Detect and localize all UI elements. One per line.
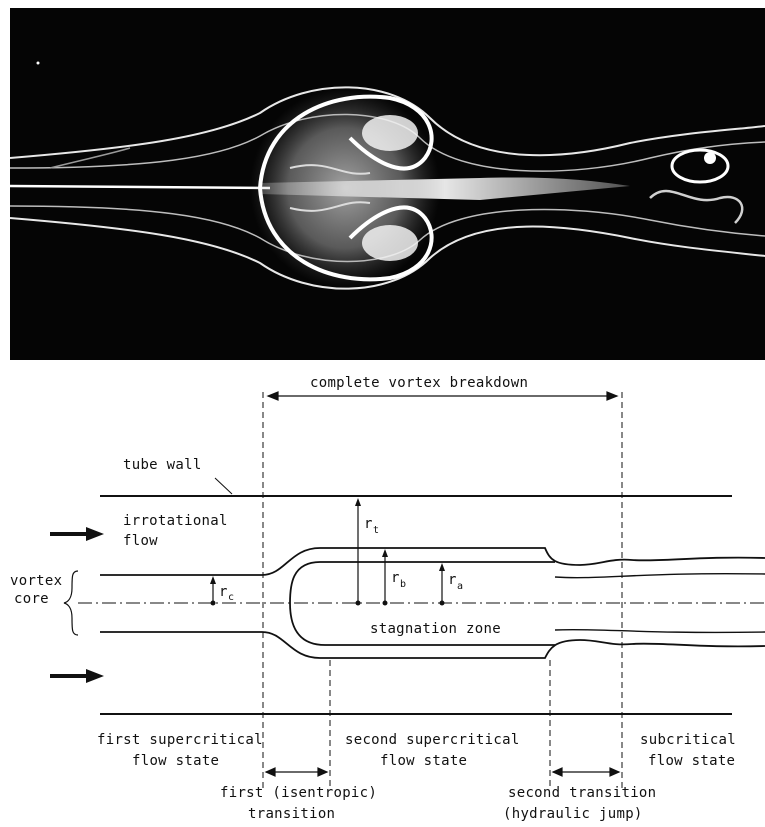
first-supercritical-label-1: first supercritical xyxy=(97,732,263,748)
second-supercritical-label-2: flow state xyxy=(380,753,467,769)
subcritical-label-1: subcritical xyxy=(640,732,736,748)
radius-rb-sub: b xyxy=(400,579,406,590)
vortex-core-label-1: vortex xyxy=(10,573,62,589)
subcritical-label-2: flow state xyxy=(648,753,735,769)
radius-ra-label: r xyxy=(448,572,457,588)
stagnation-zone-label: stagnation zone xyxy=(370,621,501,637)
flow-arrow-bottom xyxy=(50,669,104,683)
radius-rb-label: r xyxy=(391,570,400,586)
complete-breakdown-label: complete vortex breakdown xyxy=(310,375,528,391)
radius-rt-label: r xyxy=(364,516,373,532)
first-transition-label-2: transition xyxy=(248,806,335,822)
irrotational-flow-label-1: irrotational xyxy=(123,513,228,529)
first-supercritical-label-2: flow state xyxy=(132,753,219,769)
radius-rt-sub: t xyxy=(373,525,379,536)
radius-ra: r a xyxy=(439,563,463,606)
first-transition-label-1: first (isentropic) xyxy=(220,785,377,801)
second-supercritical-label-1: second supercritical xyxy=(345,732,520,748)
radius-rc-sub: c xyxy=(228,592,234,603)
radius-rt: r t xyxy=(355,498,379,606)
vortex-core-brace xyxy=(64,571,78,635)
vortex-core-label-2: core xyxy=(14,591,49,607)
radius-ra-sub: a xyxy=(457,581,463,592)
radius-rc-label: r xyxy=(219,584,228,600)
vortex-breakdown-diagram: complete vortex breakdown tube wall irro… xyxy=(0,360,765,827)
irrotational-flow-label-2: flow xyxy=(123,533,158,549)
radius-rb: r b xyxy=(382,549,406,606)
radius-rc: r c xyxy=(210,576,234,606)
flow-arrow-top xyxy=(50,527,104,541)
tube-wall-label: tube wall xyxy=(123,457,202,473)
second-transition-label-1: second transition xyxy=(508,785,656,801)
second-transition-label-2: (hydraulic jump) xyxy=(503,806,643,822)
vortex-breakdown-photo xyxy=(10,8,765,360)
